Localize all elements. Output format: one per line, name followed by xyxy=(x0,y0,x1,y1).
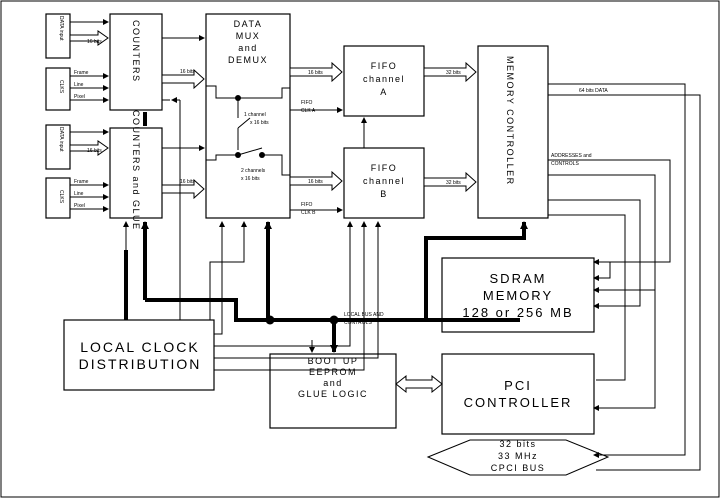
svg-text:DATA: DATA xyxy=(234,19,263,29)
local-bus xyxy=(124,112,528,353)
svg-text:and: and xyxy=(238,43,258,53)
svg-text:Line: Line xyxy=(74,82,84,88)
svg-text:ADDRESSES and: ADDRESSES and xyxy=(551,153,592,159)
svg-text:x 16 bits: x 16 bits xyxy=(250,120,269,126)
svg-text:Line: Line xyxy=(74,191,84,197)
clks-2-box: CLKS xyxy=(45,177,71,219)
svg-text:channel: channel xyxy=(363,74,405,84)
svg-text:16 bits: 16 bits xyxy=(308,70,323,76)
svg-text:64 bits DATA: 64 bits DATA xyxy=(579,88,608,94)
svg-text:DEMUX: DEMUX xyxy=(228,55,268,65)
cpci-bus-arrow: 32 bits 33 MHz CPCI BUS xyxy=(426,439,610,476)
counters-glue-block: COUNTERS and GLUE xyxy=(109,110,163,231)
bus-arrows xyxy=(69,30,477,394)
data-input-2-box: DATA input xyxy=(45,124,71,170)
svg-text:Frame: Frame xyxy=(74,70,89,76)
svg-text:LOCAL CLOCK: LOCAL CLOCK xyxy=(80,339,200,355)
memory-controller-block: MEMORY CONTROLLER xyxy=(477,45,549,219)
svg-text:CPCI BUS: CPCI BUS xyxy=(491,463,546,473)
svg-text:33 MHz: 33 MHz xyxy=(498,451,538,461)
svg-text:32 bits: 32 bits xyxy=(446,70,461,76)
svg-text:FIFO: FIFO xyxy=(371,163,398,173)
svg-text:LOCAL BUS AND: LOCAL BUS AND xyxy=(344,312,384,318)
data-input-1-box: DATA input xyxy=(45,13,71,59)
svg-text:CONTROLS: CONTROLS xyxy=(551,161,579,167)
svg-text:x 16 bits: x 16 bits xyxy=(241,176,260,182)
svg-text:MEMORY: MEMORY xyxy=(483,288,553,303)
svg-text:CLKS: CLKS xyxy=(58,190,64,204)
svg-text:channel: channel xyxy=(363,176,405,186)
svg-text:16 bits: 16 bits xyxy=(87,39,102,45)
svg-text:B: B xyxy=(380,189,388,199)
svg-text:2 channels: 2 channels xyxy=(241,168,266,174)
svg-text:Pixel: Pixel xyxy=(74,94,85,100)
svg-text:16 bits: 16 bits xyxy=(180,69,195,75)
svg-text:FIFO: FIFO xyxy=(371,61,398,71)
svg-text:EEPROM: EEPROM xyxy=(309,367,357,377)
svg-text:COUNTERS: COUNTERS xyxy=(131,20,141,83)
svg-text:32 bits: 32 bits xyxy=(499,439,536,449)
svg-text:CLK B: CLK B xyxy=(301,210,316,216)
svg-text:Frame: Frame xyxy=(74,179,89,185)
svg-text:GLUE LOGIC: GLUE LOGIC xyxy=(298,389,368,399)
svg-text:DATA input: DATA input xyxy=(58,16,64,41)
local-clock-distribution-block: LOCAL CLOCK DISTRIBUTION xyxy=(63,319,215,391)
svg-text:1 channel: 1 channel xyxy=(244,112,266,118)
svg-text:16 bits: 16 bits xyxy=(87,148,102,154)
fifo-channel-b-block: FIFO channel B xyxy=(343,147,425,219)
svg-text:DISTRIBUTION: DISTRIBUTION xyxy=(79,356,202,372)
svg-text:SDRAM: SDRAM xyxy=(490,271,547,286)
svg-text:PCI: PCI xyxy=(504,378,532,393)
fifo-channel-a-block: FIFO channel A xyxy=(343,45,425,117)
svg-text:FIFO: FIFO xyxy=(301,100,312,106)
data-mux-demux-block: DATA MUX and DEMUX 1 channel x 16 bits 2… xyxy=(205,13,291,219)
signal-lines xyxy=(70,19,701,471)
pci-controller-block: PCI CONTROLLER xyxy=(441,353,595,435)
svg-text:and: and xyxy=(323,378,343,388)
svg-text:16 bits: 16 bits xyxy=(308,179,323,185)
signal-labels: 16 bits 16 bits Frame Line Pixel Frame L… xyxy=(74,39,608,326)
svg-text:COUNTERS and GLUE: COUNTERS and GLUE xyxy=(131,110,141,231)
svg-text:16 bits: 16 bits xyxy=(180,179,195,185)
svg-text:A: A xyxy=(380,87,388,97)
svg-text:CLKS: CLKS xyxy=(58,80,64,94)
bootup-eeprom-block: BOOT UP EEPROM and GLUE LOGIC xyxy=(269,353,397,429)
svg-text:BOOT UP: BOOT UP xyxy=(308,356,359,366)
clks-1-box: CLKS xyxy=(45,67,71,111)
svg-text:Pixel: Pixel xyxy=(74,203,85,209)
counters-block: COUNTERS xyxy=(109,13,163,111)
svg-text:MUX: MUX xyxy=(236,31,261,41)
svg-text:MEMORY CONTROLLER: MEMORY CONTROLLER xyxy=(505,56,515,186)
svg-text:FIFO: FIFO xyxy=(301,202,312,208)
svg-text:CONTROLLER: CONTROLLER xyxy=(464,395,573,410)
svg-text:128 or 256 MB: 128 or 256 MB xyxy=(462,305,573,320)
svg-text:CONTROLS: CONTROLS xyxy=(344,320,372,326)
svg-text:32 bits: 32 bits xyxy=(446,180,461,186)
svg-text:DATA input: DATA input xyxy=(58,127,64,152)
svg-text:CLK A: CLK A xyxy=(301,108,316,114)
